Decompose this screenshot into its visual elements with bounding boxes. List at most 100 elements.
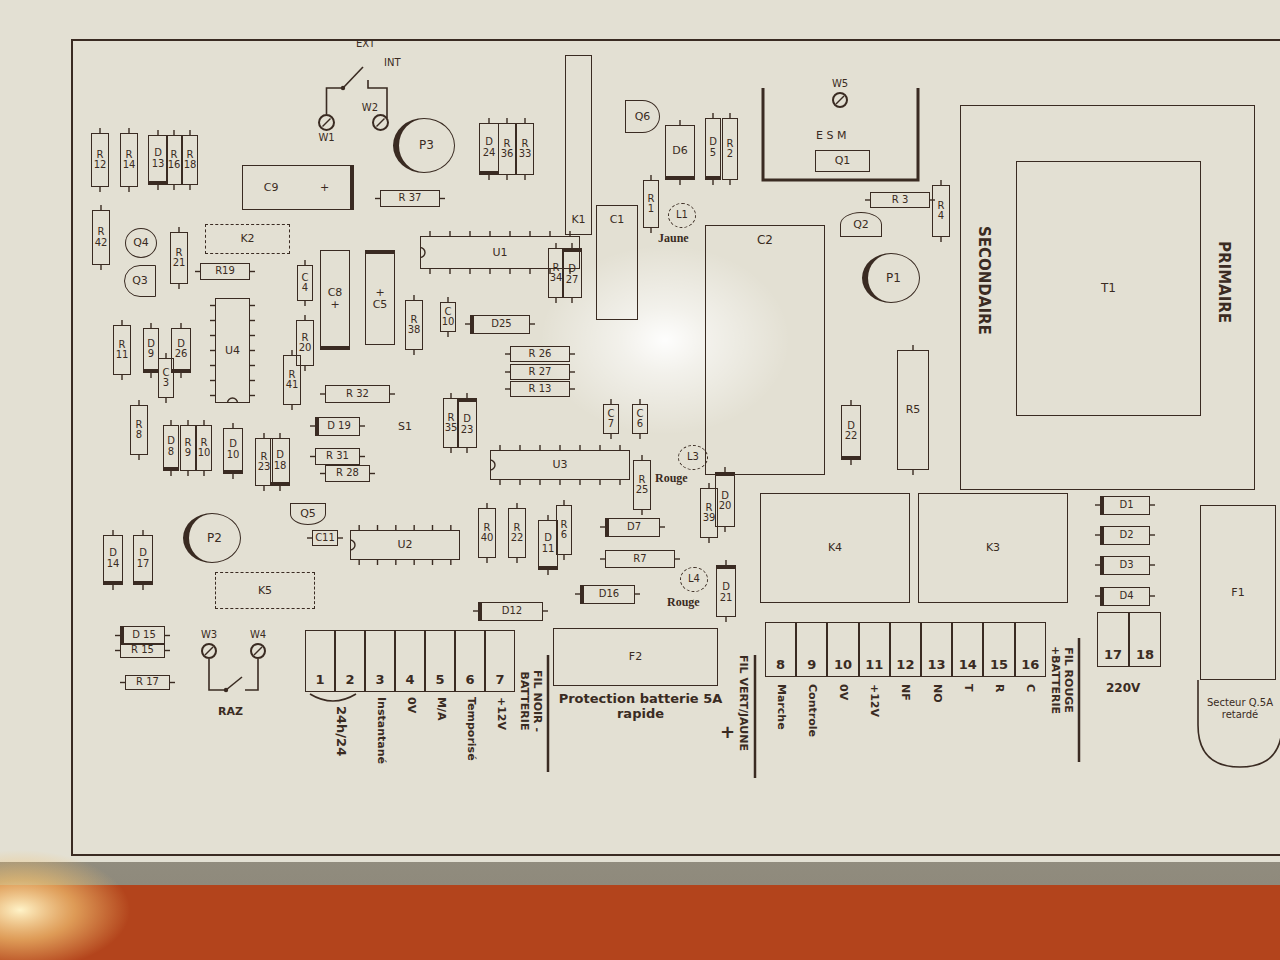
component-outline: R 10	[196, 425, 213, 471]
ic-pin	[619, 480, 620, 485]
component-outline: R19	[200, 263, 250, 280]
lead	[724, 527, 725, 532]
part-label: D 26	[172, 339, 191, 360]
component-outline: R 33	[516, 123, 534, 175]
part-label: 13	[928, 658, 946, 672]
part-label: P3	[419, 139, 434, 152]
component-outline: R 12	[91, 133, 109, 187]
part-label: D 11	[539, 533, 558, 554]
component-outline: R 36	[498, 123, 516, 175]
ic-pin	[250, 395, 255, 396]
part-label: K5	[258, 585, 272, 597]
part-label: 16	[1021, 658, 1039, 672]
lead	[641, 510, 642, 515]
print-label: 0V	[836, 684, 849, 700]
part-label: Q4	[133, 237, 149, 249]
lead	[712, 180, 713, 185]
ic-outline: U3	[490, 450, 630, 480]
component-outline: R 27	[510, 364, 570, 380]
component-outline: R 3	[870, 192, 930, 208]
terminal-cell: 14	[952, 622, 983, 677]
component-outline: C 4	[297, 265, 313, 301]
terminal-cell: 7	[485, 630, 515, 692]
lead	[170, 471, 171, 476]
terminal-cell: 16	[1015, 622, 1046, 677]
component-outline: K4	[760, 493, 910, 603]
lead	[165, 398, 166, 403]
part-label: R 3	[892, 195, 909, 206]
ic-pin	[450, 560, 451, 565]
diode-outline: D 23	[457, 398, 478, 448]
diode-outline: D 26	[171, 328, 192, 373]
lead	[413, 350, 414, 355]
diode-outline: D 20	[715, 472, 736, 527]
ic-pin	[395, 560, 396, 565]
part-label: U3	[552, 459, 567, 471]
terminal-cell: 6	[455, 630, 485, 692]
part-label: 5	[435, 673, 444, 687]
ic-pin	[250, 335, 255, 336]
part-label: R 37	[399, 193, 422, 204]
part-label: 10	[834, 658, 852, 672]
ic-pin	[250, 350, 255, 351]
component-outline: K1	[565, 55, 592, 235]
capacitor-outline: C8+	[320, 250, 350, 350]
ic-pin	[499, 480, 500, 485]
ic-pin	[250, 380, 255, 381]
part-label: R 14	[121, 150, 137, 171]
lead	[486, 558, 487, 563]
ic-outline: U4	[215, 298, 250, 403]
component-outline: R 25	[633, 460, 651, 510]
part-label: C 4	[298, 273, 312, 294]
lead	[1150, 564, 1155, 565]
lead	[488, 175, 489, 180]
component-outline: R 15	[120, 643, 165, 658]
part-label: R 41	[284, 370, 300, 391]
diode-outline: D12	[478, 602, 543, 621]
lead	[563, 555, 564, 560]
terminal-cell: 1	[305, 630, 335, 692]
component-outline: R 1	[643, 180, 659, 228]
diode-outline: D3	[1100, 556, 1150, 575]
part-label: 1	[315, 673, 324, 687]
wire-marker	[1078, 638, 1081, 762]
component-outline: F1	[1200, 505, 1276, 680]
part-label: D 19	[327, 421, 351, 432]
lead	[725, 617, 726, 622]
print-border	[72, 40, 1280, 855]
print-label: M/A	[434, 697, 447, 720]
part-label: R 12	[92, 150, 108, 171]
terminal-cell: 8	[765, 622, 796, 677]
diode-outline: D 14	[103, 535, 124, 585]
print-label: Instantané	[374, 697, 387, 764]
part-label: D 17	[134, 548, 153, 569]
component-outline: R 40	[478, 508, 496, 558]
led-outline: L4	[680, 567, 708, 592]
lead	[170, 682, 175, 683]
part-label: D 13	[149, 148, 168, 169]
part-label: F1	[1231, 587, 1244, 599]
ic-pin	[377, 560, 378, 565]
screw-slot	[254, 647, 262, 655]
part-label: P1	[886, 272, 901, 285]
terminal-cell: 9	[796, 622, 827, 677]
print-label: EXT	[356, 38, 375, 50]
diode-outline: D 21	[716, 565, 737, 617]
part-label: R 4	[933, 201, 949, 222]
component-outline: T1	[1016, 161, 1201, 416]
lead	[1150, 534, 1155, 535]
ic-pin	[509, 269, 510, 274]
switch-pivot	[224, 688, 228, 692]
component-outline: R 28	[325, 465, 370, 482]
component-outline: R 9	[180, 425, 196, 471]
print-label: NF	[898, 684, 911, 701]
transistor-outline: Q4	[125, 228, 157, 258]
part-label: W1	[318, 133, 334, 144]
part-label: R 42	[93, 227, 109, 248]
part-label: C2	[757, 234, 773, 247]
part-label: C8	[328, 287, 343, 299]
part-label: Q6	[635, 111, 651, 123]
print-label: RAZ	[218, 706, 243, 719]
screw-slot	[323, 119, 331, 127]
